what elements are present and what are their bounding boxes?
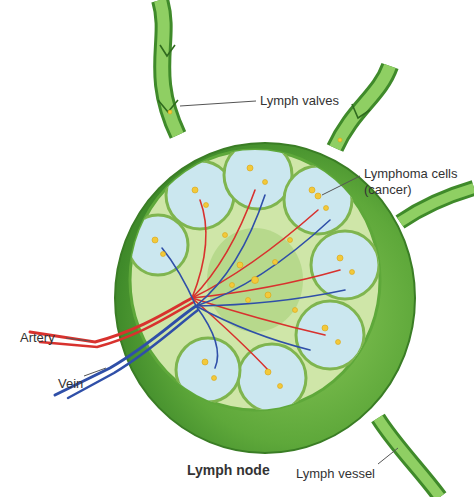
cancer-cell (202, 359, 208, 365)
artery-branch (192, 270, 340, 298)
vein-branch (196, 220, 330, 306)
lymph-vessel-tube (378, 418, 440, 497)
vein-branch (162, 248, 196, 306)
vein-branch (196, 195, 265, 306)
valve-symbol (160, 45, 175, 56)
cancer-cell (273, 260, 278, 265)
part-label: Lymphoma cells (cancer) (364, 166, 470, 198)
cancer-cell (265, 369, 271, 375)
efferent-vessel (378, 418, 440, 497)
artery-branch (192, 298, 270, 372)
cancer-cell (230, 283, 235, 288)
follicle (238, 344, 306, 412)
cancer-cell (246, 298, 251, 303)
cancer-cell (293, 308, 298, 313)
cut-face (128, 141, 380, 412)
cancer-cell (336, 340, 341, 345)
cancer-cell (337, 255, 343, 261)
cancer-cell (350, 270, 355, 275)
follicle (284, 166, 352, 234)
cancer-cell (309, 187, 315, 193)
cancer-cell (192, 187, 198, 193)
lymph-vessel-tube (160, 0, 178, 135)
leader-line (66, 338, 90, 341)
cancer-cell (223, 233, 228, 238)
cancer-cell (315, 193, 321, 199)
artery-branch (192, 200, 206, 298)
vein-branch (196, 290, 345, 306)
leader-line (378, 448, 398, 464)
vein-branch (196, 306, 310, 350)
part-label: Vein (58, 376, 83, 392)
valve-symbol (158, 100, 178, 112)
cancer-cell (252, 277, 259, 284)
follicle (224, 141, 292, 209)
cancer-cell (152, 237, 158, 243)
cancer-cell (324, 206, 329, 211)
part-label: Lymph valves (260, 93, 339, 109)
cancer-cell (247, 165, 253, 171)
vein-strand (55, 306, 196, 395)
valve-symbol (352, 104, 370, 118)
blood-vessels (30, 190, 345, 398)
cancer-cell (204, 203, 209, 208)
lymph-vessel-tube (335, 66, 390, 148)
part-label: Lymph vessel (296, 466, 375, 482)
vein-strand (68, 310, 198, 398)
leader-lines (66, 101, 398, 464)
cancer-cell (237, 262, 243, 268)
follicle (311, 231, 379, 299)
follicle (176, 338, 240, 402)
vein-branch (196, 306, 218, 368)
cancer-cell (168, 110, 172, 114)
part-label: Artery (20, 330, 55, 346)
leader-line (322, 176, 360, 195)
cancer-cell (263, 180, 268, 185)
figure-caption: Lymph node (187, 462, 270, 478)
cancer-cell (161, 252, 166, 257)
cancer-cell (278, 384, 283, 389)
lymphoma-cells (152, 110, 355, 389)
lymph-vessel-tube (378, 418, 440, 497)
lymph-vessel-tube (160, 0, 178, 135)
follicle (296, 301, 364, 369)
cancer-cell (288, 238, 293, 243)
cancer-cell (322, 325, 328, 331)
lymph-vessel-tube (335, 66, 390, 148)
cancer-cell (338, 138, 342, 142)
cancer-cell (265, 292, 271, 298)
follicle (128, 215, 188, 275)
leader-line (180, 101, 256, 106)
leader-line (84, 368, 106, 376)
cancer-cell (212, 376, 217, 381)
